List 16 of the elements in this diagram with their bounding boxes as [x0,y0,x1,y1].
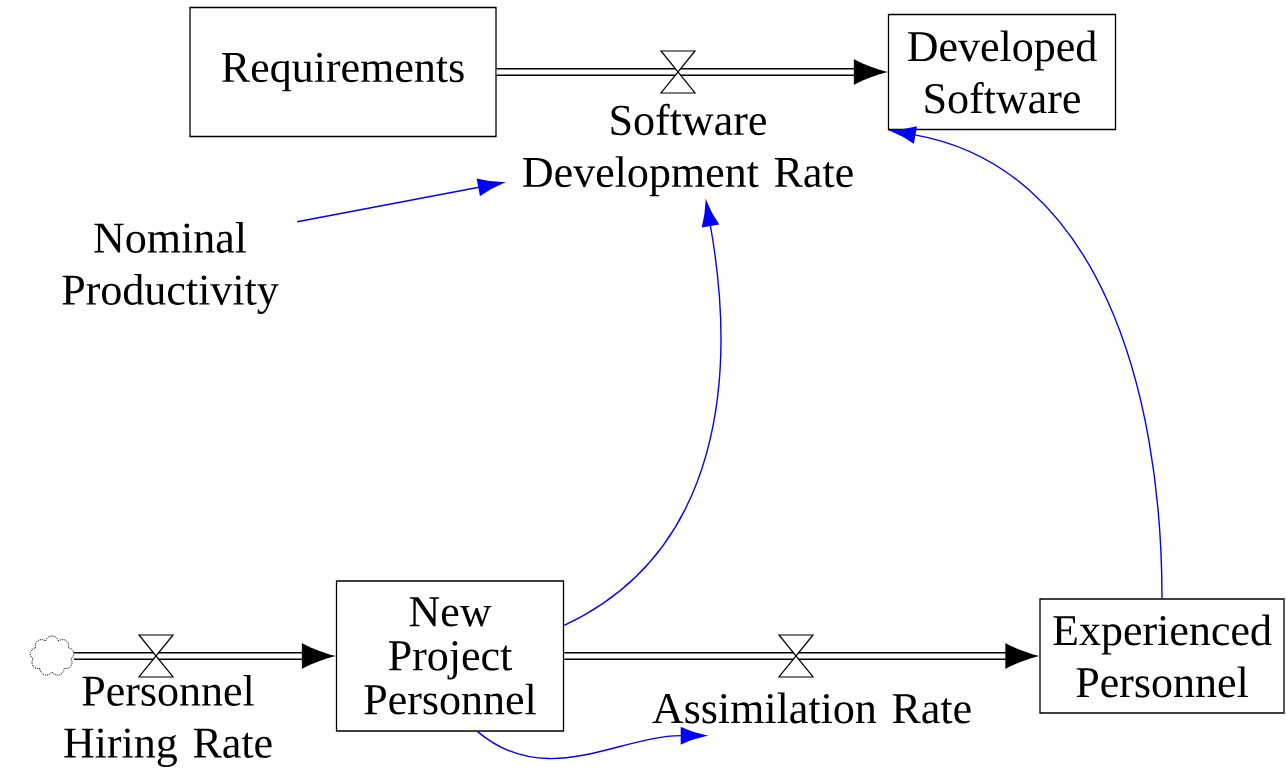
rate-label: Software Development Rate [523,103,853,197]
flow-pipe [496,59,886,85]
stock-box: Requirements [189,6,497,138]
link-arrow [890,126,1163,600]
link-arrow [563,200,722,627]
auxiliary-label: Nominal Productivity [62,222,279,314]
stock-box: Developed Software [887,13,1117,131]
link-arrow [296,178,504,223]
flow-pipe [564,643,1037,669]
flow-pipe [73,643,334,669]
source-cloud [29,635,75,676]
rate-label: Assimilation Rate [652,692,971,724]
link-arrow [476,727,707,760]
rate-label: Personnel Hiring Rate [64,675,272,767]
stock-box: Experienced Personnel [1039,598,1285,714]
stock-box: New Project Personnel [335,580,565,732]
